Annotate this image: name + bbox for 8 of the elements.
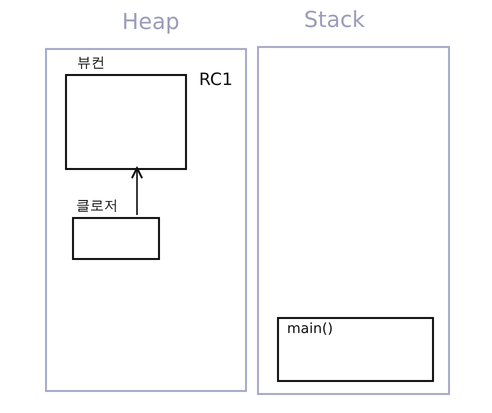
panel-heading: Stack bbox=[304, 8, 365, 33]
frame-label: main() bbox=[287, 321, 333, 337]
panel-heading: Heap bbox=[122, 10, 180, 35]
object-label: 클로저 bbox=[76, 197, 118, 215]
stack-frame-box bbox=[277, 317, 434, 382]
object-label: 뷰컨 bbox=[77, 54, 105, 72]
arrow bbox=[130, 167, 144, 215]
reference-count-label: RC1 bbox=[199, 70, 233, 90]
